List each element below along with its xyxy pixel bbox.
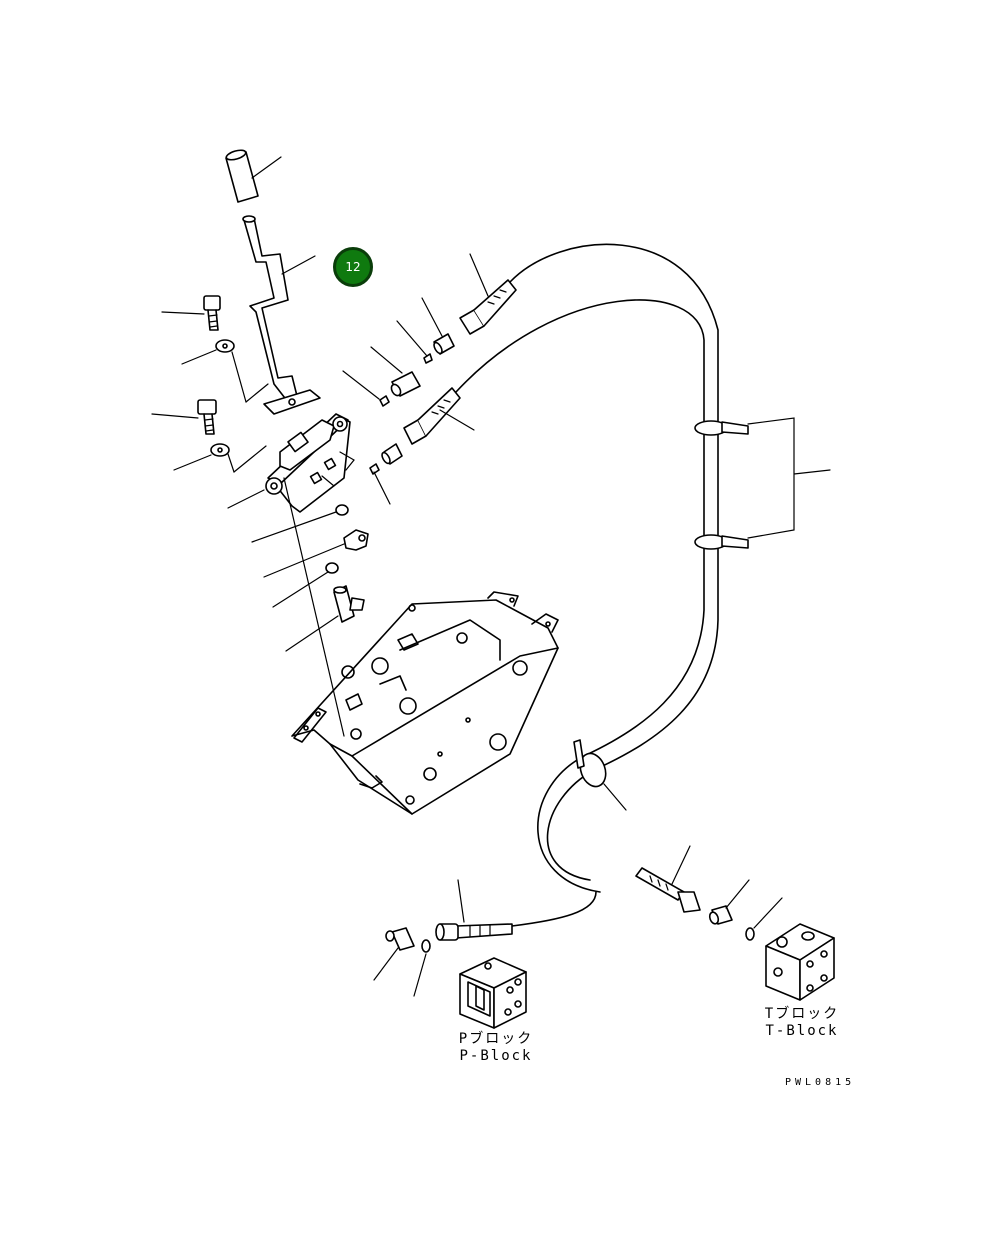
t-block-label-en: T-Block	[765, 1023, 839, 1039]
bolt-upper	[203, 295, 221, 331]
hose-clamp-upper	[694, 420, 749, 436]
o-ring	[335, 504, 349, 516]
leader-line	[285, 615, 339, 652]
union-fitting	[433, 333, 455, 355]
leader-line	[272, 571, 329, 608]
leader-line	[421, 297, 443, 337]
hose-clamp-bend	[573, 739, 607, 788]
hose-end-t	[635, 867, 701, 913]
o-ring	[745, 927, 755, 941]
leader-line	[245, 383, 269, 403]
t-block	[765, 923, 835, 1001]
lever-knob	[225, 149, 259, 203]
leader-line	[231, 351, 247, 403]
leader-line	[181, 349, 217, 365]
leader-line	[173, 454, 212, 471]
leader-line	[251, 511, 337, 543]
mounting-bracket	[291, 591, 559, 815]
bracket-leader	[747, 417, 831, 539]
leader-line	[413, 953, 427, 997]
leader-line	[263, 543, 345, 578]
hose-clamp-lower	[694, 534, 749, 550]
leader-line	[457, 879, 465, 923]
elbow-fitting-p	[385, 927, 415, 951]
t-block-label-jp: Tブロック	[764, 1006, 840, 1022]
leader-line	[396, 320, 428, 357]
leader-line	[753, 897, 783, 929]
t-block-label: Tブロック T-Block	[752, 1006, 852, 1040]
pilot-valve-body	[265, 413, 355, 513]
hose-end-p	[435, 923, 513, 941]
p-block-label-jp: Pブロック	[458, 1031, 534, 1047]
o-ring	[325, 562, 339, 574]
leader-line	[342, 370, 380, 400]
p-block-label-en: P-Block	[459, 1048, 533, 1064]
straight-fitting	[333, 585, 365, 623]
adapter	[390, 371, 421, 397]
o-ring	[423, 353, 433, 364]
pilot-hose	[455, 243, 719, 893]
o-ring	[369, 463, 380, 475]
leader-line	[161, 311, 205, 315]
union-fitting-t	[708, 905, 733, 925]
hose-end-upper	[459, 279, 517, 335]
lever-rod	[242, 215, 299, 403]
leader-line	[283, 477, 345, 737]
leader-line	[227, 489, 265, 509]
leader-line	[373, 947, 399, 981]
p-block-label: Pブロック P-Block	[446, 1031, 546, 1065]
leader-line	[370, 346, 403, 374]
washer-lower	[210, 443, 230, 457]
callout-marker-12[interactable]: 12	[333, 247, 373, 287]
leader-line	[671, 845, 691, 885]
leader-line	[439, 409, 475, 431]
leader-line	[233, 445, 267, 473]
leader-line	[725, 879, 750, 909]
union-fitting-lower	[381, 443, 403, 465]
leader-line	[151, 413, 199, 419]
drawing-code: PWL0815	[785, 1077, 856, 1088]
o-ring	[379, 395, 390, 407]
leader-line	[373, 471, 391, 505]
elbow-fitting	[343, 529, 369, 551]
hose-tail	[511, 891, 597, 927]
bolt-lower	[197, 399, 217, 435]
washer-upper	[215, 339, 235, 353]
leader-line	[251, 156, 282, 179]
p-block	[459, 957, 527, 1029]
hose-end-lower	[403, 387, 461, 445]
leader-line	[227, 453, 235, 473]
o-ring	[421, 939, 431, 953]
leader-line	[603, 783, 627, 811]
leader-line	[469, 253, 489, 297]
leader-line	[281, 255, 316, 275]
